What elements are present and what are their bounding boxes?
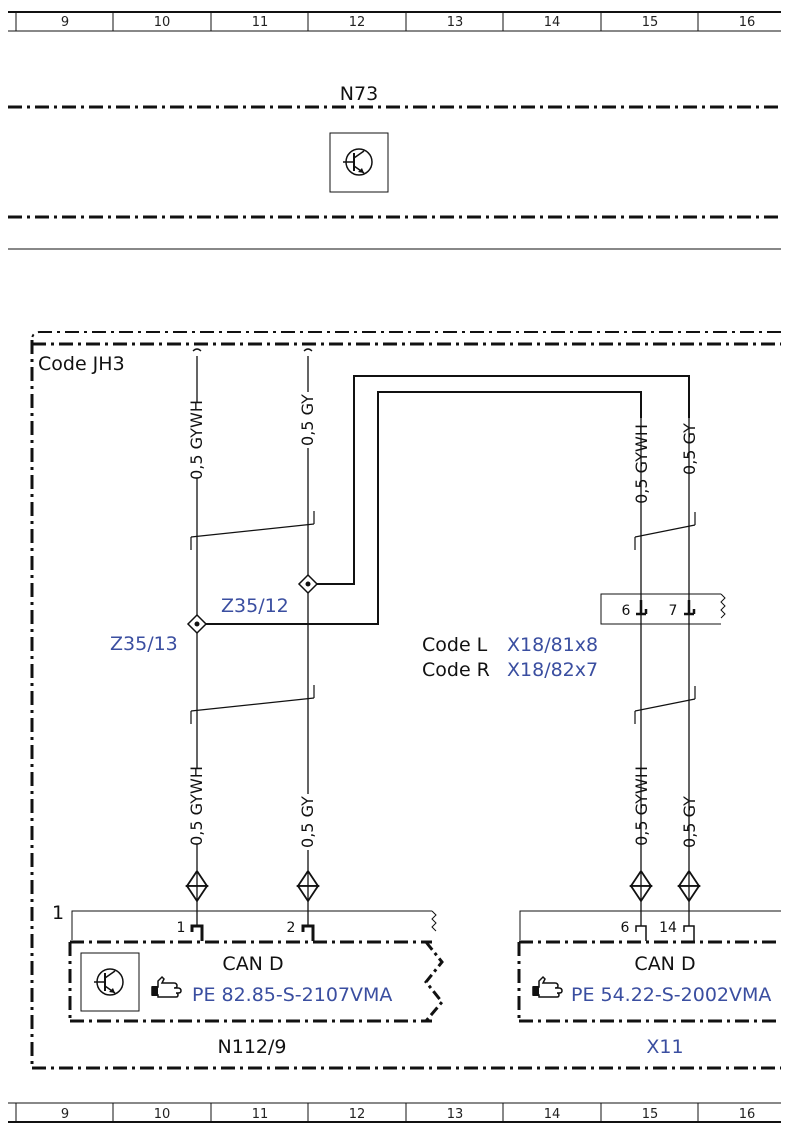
ruler-col-14: 14 (544, 1107, 561, 1122)
splice-z35-13 (186, 613, 208, 635)
ruler-col-15: 15 (642, 15, 659, 30)
wires-right (634, 418, 696, 870)
code-r-label: Code R (422, 659, 490, 681)
ruler-col-13: 13 (447, 1107, 464, 1122)
code-jh3-label: Code JH3 (38, 353, 125, 375)
wire-label-left-top-gy: 0,5 GY (298, 394, 317, 446)
transistor-icon (80, 952, 140, 1012)
ruler-col-12: 12 (349, 15, 366, 30)
splice-z35-12 (297, 573, 319, 595)
right-pe-ref: PE 54.22-S-2002VMA (571, 984, 771, 1006)
bottom-ruler: 9 10 11 12 13 14 15 16 (8, 1102, 781, 1123)
plug-symbols (185, 869, 701, 903)
ruler-col-12: 12 (349, 1107, 366, 1122)
ruler-col-10: 10 (154, 1107, 171, 1122)
pointing-hand-icon (151, 975, 182, 998)
wire-label-left-top-gywh: 0,5 GYWH (187, 400, 206, 480)
ruler-col-16: 16 (739, 15, 756, 30)
ruler-col-10: 10 (154, 15, 171, 30)
left-pe-ref: PE 82.85-S-2107VMA (192, 984, 392, 1006)
module-x11: 6 14 CAN D PE 54.22-S-2002VMA X11 (517, 910, 781, 1058)
module-n112-9: 1 1 2 CAN D PE 82.85-S-2107VMA N112/9 (52, 902, 444, 1058)
top-ruler: 9 10 11 12 13 14 15 16 (8, 11, 781, 32)
pin-6: 6 (621, 920, 630, 936)
wire-label-left-bottom-gy: 0,5 GY (298, 796, 317, 848)
ruler-col-14: 14 (544, 15, 561, 30)
code-r-ref: X18/82x7 (507, 659, 598, 681)
connector-pin-7: 7 (669, 603, 678, 619)
wire-label-left-bottom-gywh: 0,5 GYWH (187, 766, 206, 846)
ruler-col-13: 13 (447, 15, 464, 30)
connector-x18: 6 7 Code L X18/81x8 Code R X18/82x7 (422, 593, 726, 681)
pin-14: 14 (659, 920, 677, 936)
left-module-name: N112/9 (218, 1036, 287, 1058)
ruler-col-9: 9 (61, 1107, 69, 1122)
wire-labels: 0,5 GYWH 0,5 GY 0,5 GYWH 0,5 GY 0,5 GYWH… (187, 392, 700, 850)
code-l-ref: X18/81x8 (507, 634, 598, 656)
code-jh3-box: Code JH3 (30, 331, 781, 1070)
module-number: 1 (52, 902, 64, 924)
pointing-hand-icon (532, 975, 563, 998)
code-l-label: Code L (422, 634, 488, 656)
splice-lines (197, 375, 690, 625)
ruler-col-15: 15 (642, 1107, 659, 1122)
pin-1: 1 (177, 920, 186, 936)
ruler-col-11: 11 (252, 1107, 269, 1122)
connector-pin-6: 6 (622, 603, 631, 619)
splice-z35-12-label: Z35/12 (221, 595, 289, 617)
n73-module: N73 (8, 83, 781, 250)
transistor-icon (329, 132, 389, 193)
ruler-col-16: 16 (739, 1107, 756, 1122)
left-bus-label: CAN D (222, 953, 283, 975)
right-module-name: X11 (646, 1036, 683, 1058)
ruler-col-11: 11 (252, 15, 269, 30)
pin-2: 2 (287, 920, 296, 936)
n73-label: N73 (340, 83, 378, 105)
splice-z35-13-label: Z35/13 (110, 633, 178, 655)
right-bus-label: CAN D (634, 953, 695, 975)
ruler-col-9: 9 (61, 15, 69, 30)
